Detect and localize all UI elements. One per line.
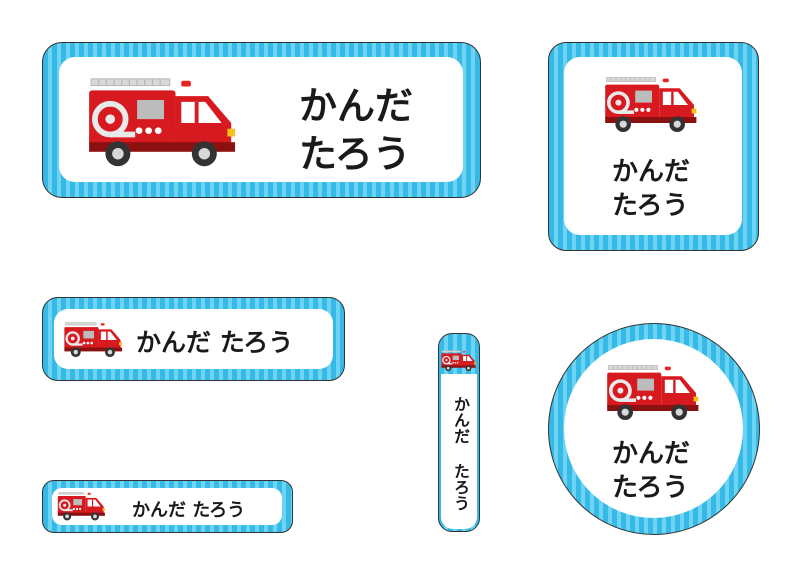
name-label-vertical: かんだ たろう xyxy=(438,333,480,532)
name-label-medium: かんだ たろう xyxy=(42,297,345,381)
label-inner: かんだ たろう xyxy=(441,374,477,529)
name-label-square: かんだ たろう xyxy=(548,42,759,251)
fire-truck-icon xyxy=(85,75,243,171)
name-label-large: かんだ たろう xyxy=(42,42,481,198)
label-inner: かんだ たろう xyxy=(52,488,282,525)
label-inner: かんだ たろう xyxy=(54,309,333,369)
fire-truck-icon xyxy=(441,349,477,373)
label-inner: かんだ たろう xyxy=(59,57,463,182)
fire-truck-icon xyxy=(62,321,126,359)
name-full: かんだ たろう xyxy=(136,328,294,357)
name-line-1: かんだ xyxy=(612,439,691,469)
label-inner: かんだ たろう xyxy=(564,339,743,518)
name-line-2: たろう xyxy=(612,191,689,221)
label-inner: かんだ たろう xyxy=(564,57,742,235)
name-line-2: たろう xyxy=(299,132,411,176)
name-line-1: かんだ xyxy=(299,84,414,128)
name-line-1: かんだ xyxy=(612,157,691,187)
name-line-2: たろう xyxy=(612,473,689,503)
fire-truck-icon xyxy=(56,491,108,522)
name-label-circle: かんだ たろう xyxy=(548,323,760,535)
fire-truck-icon xyxy=(604,363,704,423)
fire-truck-icon xyxy=(602,75,702,135)
name-full-vertical: かんだ たろう xyxy=(451,396,470,511)
name-full: かんだ たろう xyxy=(132,500,246,521)
name-label-small: かんだ たろう xyxy=(42,480,293,533)
